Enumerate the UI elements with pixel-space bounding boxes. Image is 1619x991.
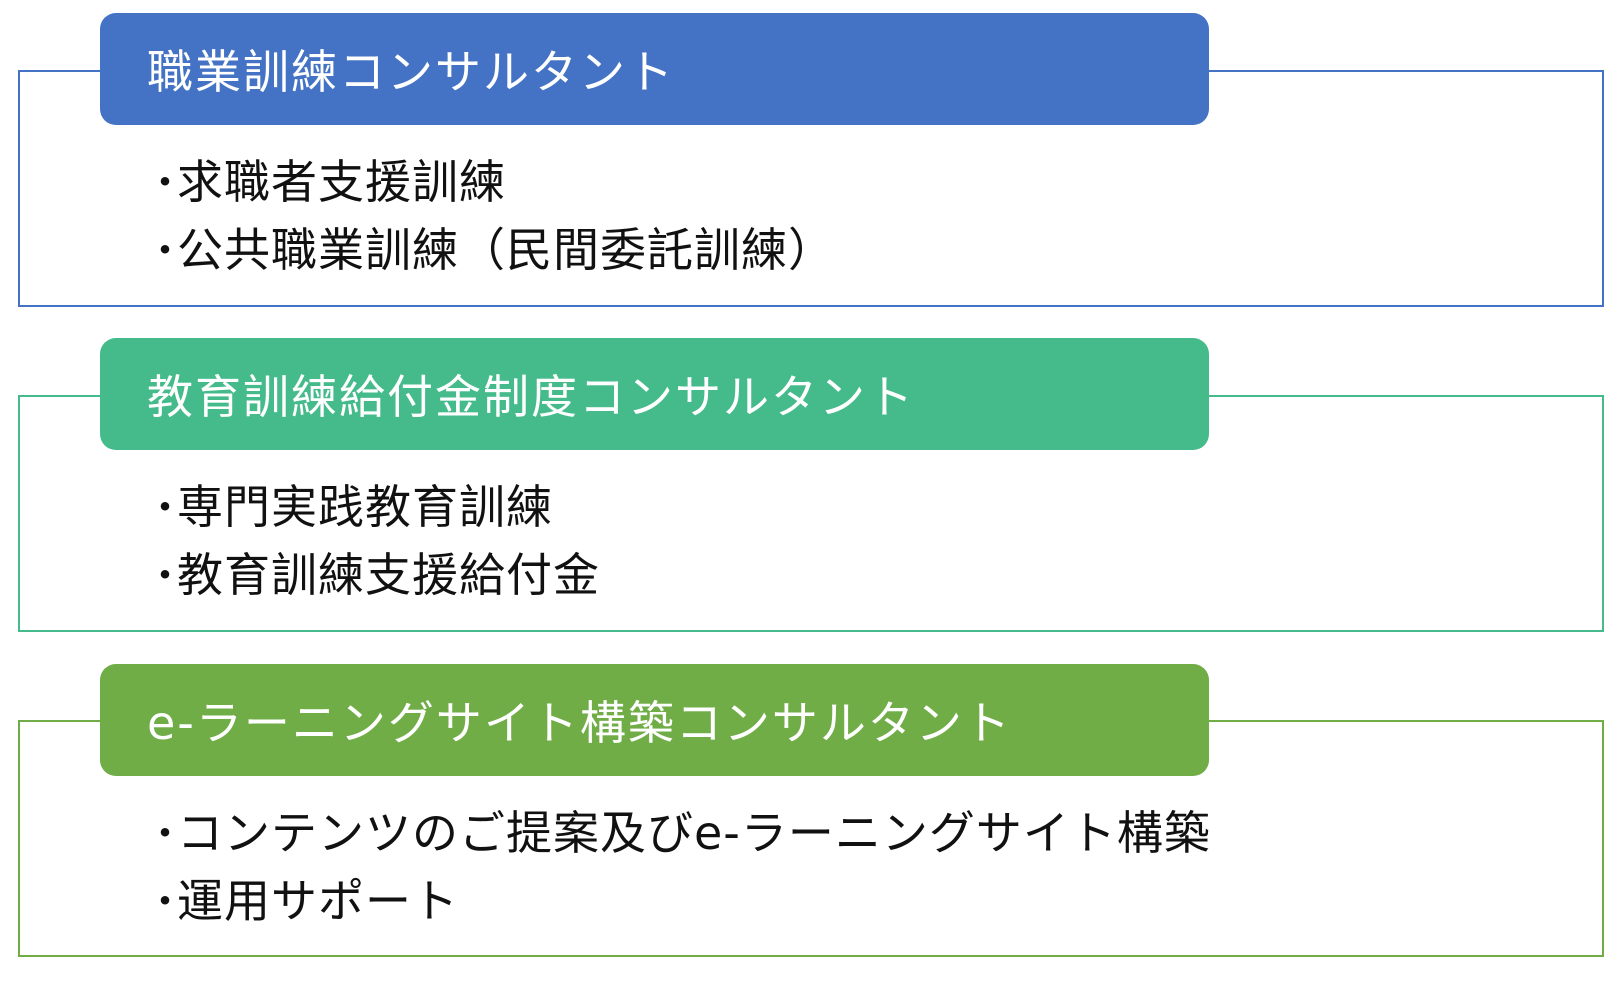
bullet: ・ <box>145 160 186 206</box>
bullet: ・ <box>145 811 186 857</box>
list-item: ・ コンテンツのご提案及びe-ラーニングサイト構築 <box>145 796 1211 864</box>
bullet: ・ <box>145 553 186 599</box>
bullet: ・ <box>145 485 186 531</box>
list-item-label: 求職者支援訓練 <box>177 155 506 209</box>
section-header: 職業訓練コンサルタント <box>100 13 1209 125</box>
section-item-list: ・ 求職者支援訓練 ・ 公共職業訓練（民間委託訓練） <box>145 145 835 281</box>
list-item-label: コンテンツのご提案及びe-ラーニングサイト構築 <box>177 806 1211 860</box>
list-item: ・ 運用サポート <box>145 864 1211 932</box>
list-item: ・ 公共職業訓練（民間委託訓練） <box>145 213 835 281</box>
list-item: ・ 教育訓練支援給付金 <box>145 538 600 606</box>
list-item-label: 教育訓練支援給付金 <box>177 548 600 602</box>
list-item-label: 公共職業訓練（民間委託訓練） <box>177 223 835 277</box>
section-title: e-ラーニングサイト構築コンサルタント <box>147 696 1012 750</box>
section-item-list: ・ コンテンツのご提案及びe-ラーニングサイト構築 ・ 運用サポート <box>145 796 1211 932</box>
section-title: 職業訓練コンサルタント <box>147 45 675 99</box>
bullet: ・ <box>145 879 186 925</box>
list-item-label: 専門実践教育訓練 <box>177 480 553 534</box>
bullet: ・ <box>145 228 186 274</box>
section-item-list: ・ 専門実践教育訓練 ・ 教育訓練支援給付金 <box>145 470 600 606</box>
section-header: 教育訓練給付金制度コンサルタント <box>100 338 1209 450</box>
list-item: ・ 求職者支援訓練 <box>145 145 835 213</box>
list-item-label: 運用サポート <box>177 874 459 928</box>
section-header: e-ラーニングサイト構築コンサルタント <box>100 664 1209 776</box>
section-title: 教育訓練給付金制度コンサルタント <box>147 370 915 424</box>
list-item: ・ 専門実践教育訓練 <box>145 470 600 538</box>
